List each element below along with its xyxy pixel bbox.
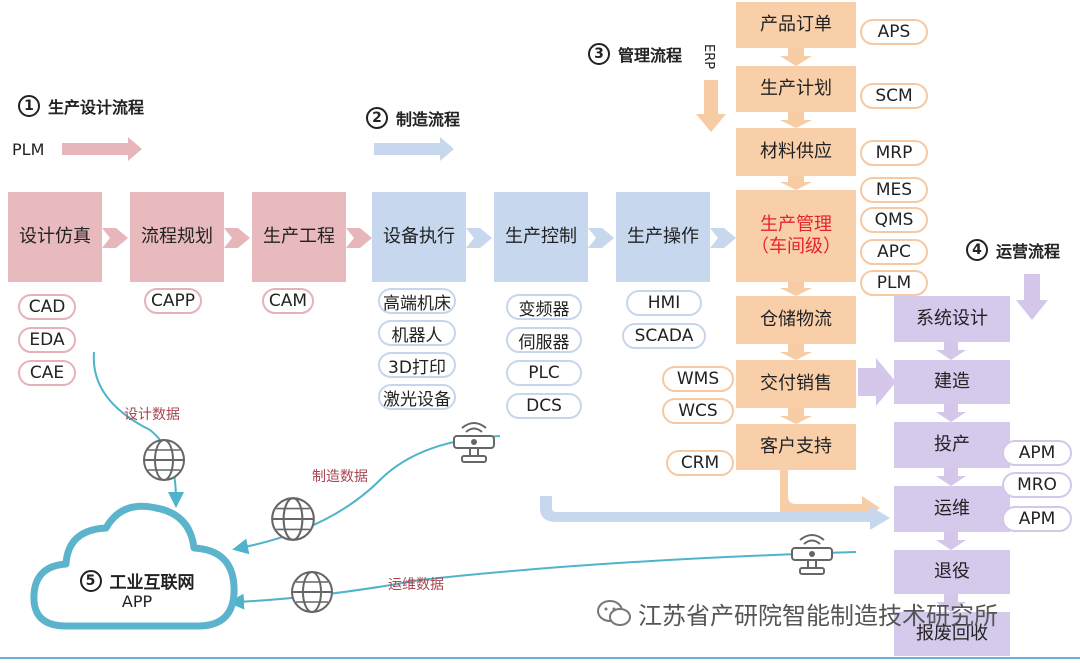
ops-step-commission: 投产 xyxy=(894,422,1010,468)
mgmt-core-production: 生产管理 （车间级） xyxy=(736,190,856,282)
erp-label: ERP xyxy=(701,44,716,70)
tool-cae: CAE xyxy=(18,360,76,386)
ops-step-build: 建造 xyxy=(894,360,1010,404)
core-line1: 生产管理 xyxy=(760,213,832,235)
erp-arrow xyxy=(696,80,726,132)
heading-label: 运营流程 xyxy=(996,242,1061,261)
step-number: 1 xyxy=(18,95,40,117)
plm-label: PLM xyxy=(12,140,45,159)
plm-arrow xyxy=(62,137,142,161)
tool-scm: SCM xyxy=(860,83,928,109)
tool-cam: CAM xyxy=(262,288,314,314)
step-number: 4 xyxy=(966,239,988,261)
tool-capp: CAPP xyxy=(144,288,202,314)
heading-label: 生产设计流程 xyxy=(48,98,145,117)
mfg-step-operation: 生产操作 xyxy=(616,192,710,282)
globe-icon xyxy=(143,439,185,481)
step-number: 2 xyxy=(366,107,388,129)
heading-management-process: 3 管理流程 xyxy=(588,42,682,66)
flow-label-ops: 运维数据 xyxy=(388,577,444,593)
tool-laser: 激光设备 xyxy=(378,384,456,410)
tool-plc: PLC xyxy=(506,360,582,386)
tool-hmi: HMI xyxy=(626,290,702,316)
ops-step-design: 系统设计 xyxy=(894,296,1010,342)
tool-robot: 机器人 xyxy=(378,320,456,346)
tool-apc: APC xyxy=(860,239,928,265)
tool-plm: PLM xyxy=(860,270,928,296)
mfg-step-equipment: 设备执行 xyxy=(372,192,466,282)
core-line2: （车间级） xyxy=(751,236,841,257)
mgmt-step-supply: 材料供应 xyxy=(736,128,856,176)
cloud-icon xyxy=(30,502,238,630)
mfg-step-control: 生产控制 xyxy=(494,192,588,282)
heading-manufacture-process: 2 制造流程 xyxy=(366,106,460,130)
tool-mrp: MRP xyxy=(860,140,928,166)
tool-cad: CAD xyxy=(18,294,76,320)
tool-scada: SCADA xyxy=(622,323,706,349)
tool-servo: 伺服器 xyxy=(506,327,582,353)
ops-step-recycle: 报废回收 xyxy=(894,612,1010,656)
heading-design-process: 1 生产设计流程 xyxy=(18,94,144,118)
step-number: 3 xyxy=(588,43,610,65)
cloud-subtitle: APP xyxy=(121,592,153,611)
tool-inverter: 变频器 xyxy=(506,294,582,320)
mgmt-step-plan: 生产计划 xyxy=(736,66,856,112)
tool-apm-1: APM xyxy=(1002,440,1072,466)
tool-machine-tool: 高端机床 xyxy=(378,288,456,314)
mgmt-step-warehouse: 仓储物流 xyxy=(736,296,856,344)
wireless-sensor-icon xyxy=(453,422,495,463)
cloud-title: 5 工业互联网 xyxy=(72,568,202,593)
cloud-title-label: 工业互联网 xyxy=(109,573,195,593)
tool-crm: CRM xyxy=(666,450,734,476)
mgmt-step-order: 产品订单 xyxy=(736,2,856,48)
tool-aps: APS xyxy=(860,19,928,45)
ops-step-maintenance: 运维 xyxy=(894,486,1010,532)
mgmt-step-support: 客户支持 xyxy=(736,424,856,470)
step-number: 5 xyxy=(79,569,102,592)
ops-step-retire: 退役 xyxy=(894,550,1010,594)
tool-mro: MRO xyxy=(1002,472,1072,498)
tool-apm-2: APM xyxy=(1002,506,1072,532)
heading-label: 制造流程 xyxy=(396,110,461,129)
mgmt-step-delivery: 交付销售 xyxy=(736,360,856,408)
design-step-planning: 流程规划 xyxy=(130,192,224,282)
globe-icon xyxy=(271,497,315,541)
heading-label: 管理流程 xyxy=(618,46,683,65)
watermark: 江苏省产研院智能制造技术研究所 xyxy=(596,596,998,631)
heading-operations-process: 4 运营流程 xyxy=(966,238,1060,262)
tool-wcs: WCS xyxy=(662,398,734,424)
design-step-engineering: 生产工程 xyxy=(252,192,346,282)
mfg-arrow xyxy=(374,137,454,161)
tool-eda: EDA xyxy=(18,327,76,353)
flow-label-design: 设计数据 xyxy=(124,407,180,423)
tool-3d-print: 3D打印 xyxy=(378,352,456,378)
flow-label-manufacture: 制造数据 xyxy=(312,469,368,485)
wireless-sensor-icon xyxy=(791,534,833,575)
tool-mes: MES xyxy=(860,177,928,203)
tool-dcs: DCS xyxy=(506,393,582,419)
tool-qms: QMS xyxy=(860,207,928,233)
wechat-icon xyxy=(597,599,631,626)
design-step-simulation: 设计仿真 xyxy=(8,192,102,282)
watermark-text: 江苏省产研院智能制造技术研究所 xyxy=(638,602,998,630)
globe-icon xyxy=(291,571,333,613)
tool-wms: WMS xyxy=(662,366,734,392)
